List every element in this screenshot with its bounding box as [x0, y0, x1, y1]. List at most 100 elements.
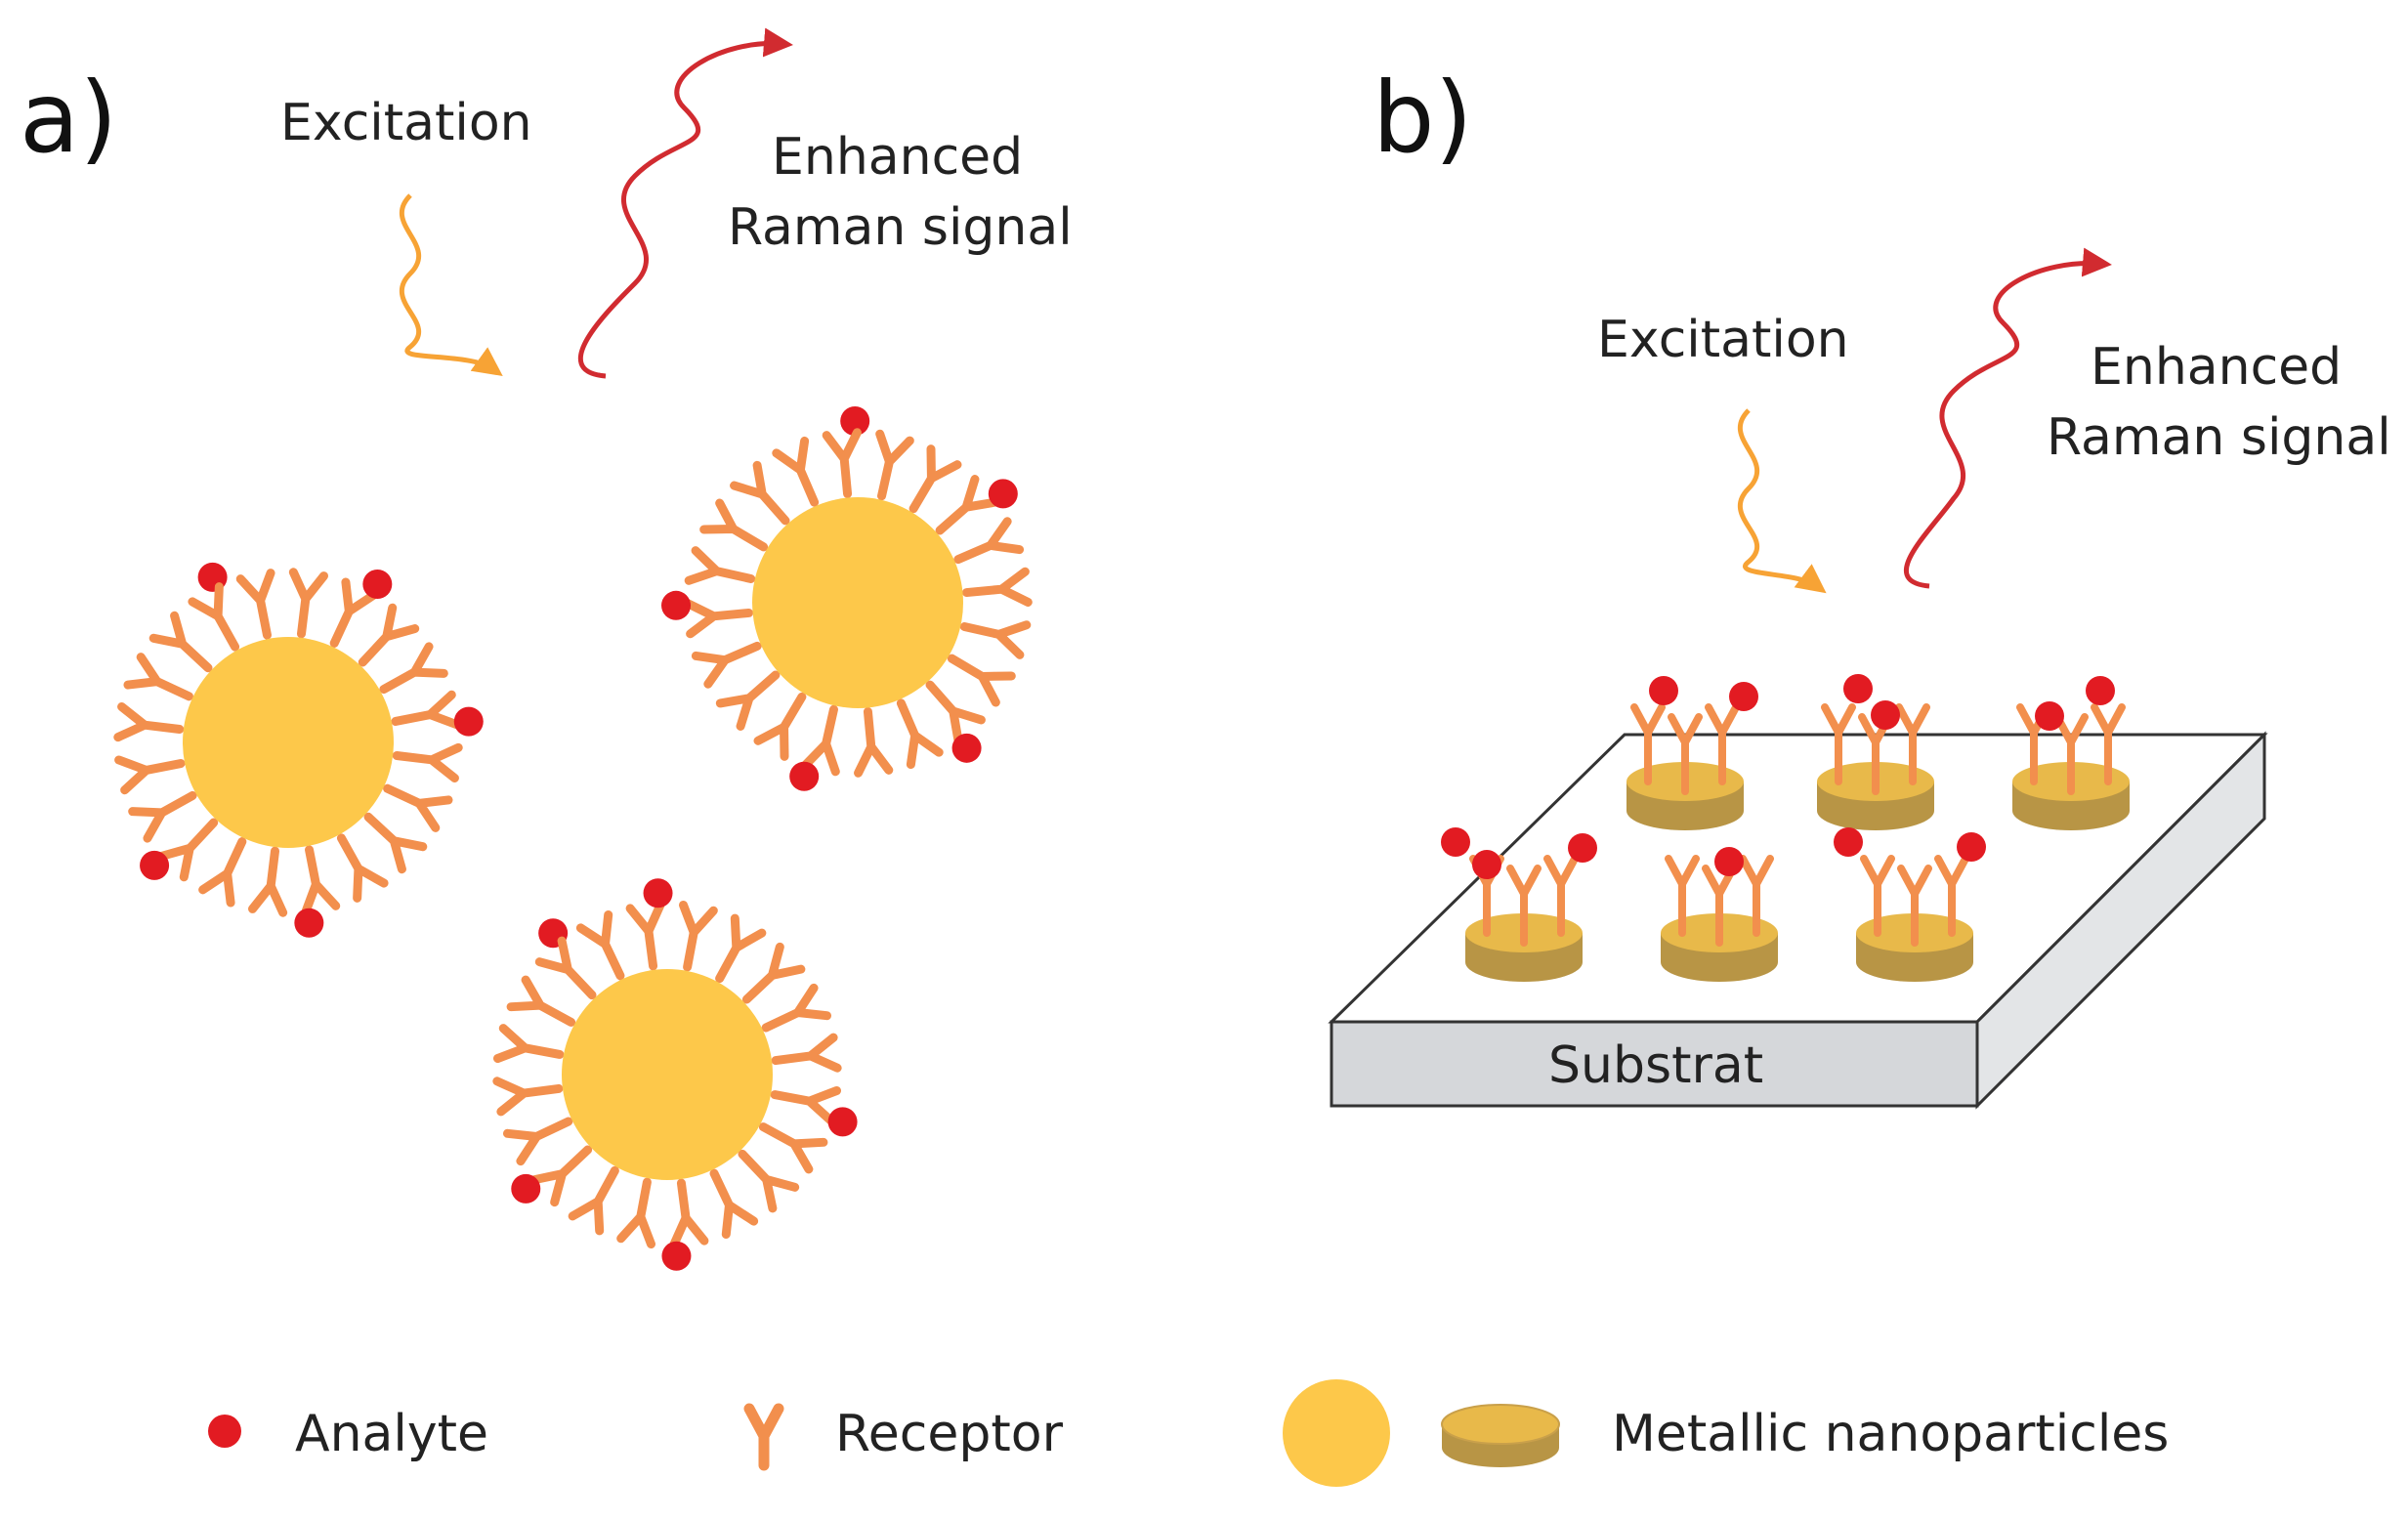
receptor	[683, 599, 753, 639]
enhanced-label-a: Enhanced	[772, 128, 1023, 187]
receptor	[730, 460, 790, 526]
receptor	[935, 475, 1000, 535]
receptor	[113, 702, 185, 742]
analyte	[453, 706, 484, 737]
receptor	[669, 1178, 709, 1249]
receptor	[188, 582, 240, 652]
receptor	[947, 654, 1016, 707]
analyte	[1871, 700, 1900, 730]
receptor	[616, 1177, 655, 1248]
receptor	[1895, 703, 1930, 785]
analyte	[1729, 682, 1758, 711]
analyte	[1714, 847, 1744, 876]
analyte	[140, 850, 170, 880]
receptor	[761, 983, 832, 1033]
receptor	[1934, 855, 1969, 937]
receptor	[534, 936, 597, 1000]
receptor	[1739, 855, 1774, 937]
receptor	[1630, 703, 1666, 785]
receptor	[493, 1024, 565, 1063]
receptor	[753, 692, 807, 761]
analyte	[1441, 827, 1470, 857]
receptor	[962, 567, 1033, 607]
nanoparticle-cluster-3	[492, 878, 858, 1271]
receptor	[908, 444, 962, 514]
nanoparticle-cluster-1	[113, 562, 484, 938]
receptor	[575, 909, 625, 981]
panel-a-label: a)	[20, 61, 117, 175]
panel-b-label: b)	[1373, 61, 1473, 175]
receptor	[959, 620, 1032, 659]
receptor	[691, 641, 762, 689]
analyte	[789, 761, 820, 791]
excitation-label-a: Excitation	[280, 94, 532, 152]
analyte	[362, 569, 393, 599]
receptor	[568, 1165, 619, 1236]
legend-analyte-label: Analyte	[295, 1405, 488, 1463]
excitation-wave-b	[1737, 408, 1827, 594]
excitation-wave-a	[399, 193, 503, 376]
analyte	[1834, 827, 1863, 857]
legend-receptor-label: Receptor	[835, 1405, 1064, 1463]
receptor	[1897, 865, 1932, 947]
analyte	[643, 878, 673, 908]
receptor	[492, 1077, 564, 1117]
receptor	[358, 603, 420, 667]
receptor	[2091, 703, 2126, 785]
receptor	[383, 783, 453, 832]
nanoparticle-core	[752, 497, 963, 708]
analyte	[2086, 676, 2115, 705]
receptor	[896, 698, 944, 770]
receptor	[925, 680, 986, 745]
receptor	[329, 577, 378, 648]
receptor	[738, 1149, 800, 1213]
receptor	[684, 546, 756, 585]
receptor	[715, 913, 767, 984]
receptor	[1543, 855, 1579, 937]
receptor	[128, 790, 197, 843]
analyte	[661, 590, 692, 620]
receptor	[248, 846, 288, 917]
analyte	[827, 1107, 858, 1137]
receptor	[758, 1122, 828, 1174]
receptor	[1860, 855, 1895, 937]
receptor	[506, 975, 576, 1027]
receptor	[391, 690, 462, 730]
analyte	[840, 406, 870, 437]
receptor	[235, 569, 275, 640]
receptor	[1668, 713, 1703, 795]
raman-signal-label-a: Raman signal	[728, 198, 1073, 257]
analyte	[988, 479, 1018, 509]
receptor	[502, 1117, 573, 1166]
analyte	[1843, 674, 1873, 703]
receptor	[699, 498, 769, 552]
disk-array	[1441, 674, 2130, 982]
receptor	[770, 1086, 841, 1125]
receptor	[715, 670, 781, 731]
analyte	[661, 1241, 692, 1271]
analyte	[294, 908, 324, 938]
receptor	[363, 812, 428, 874]
receptor	[198, 837, 247, 908]
receptor	[679, 901, 718, 972]
receptor	[709, 1168, 759, 1240]
receptor	[741, 942, 806, 1004]
receptor	[953, 517, 1025, 565]
enhanced-label-b: Enhanced	[2091, 338, 2342, 397]
legend-nanoparticles-label: Metallic nanoparticles	[1612, 1405, 2169, 1463]
analyte	[511, 1173, 541, 1204]
legend-disk-nanoparticle-icon	[1441, 1404, 1560, 1467]
receptor	[379, 642, 448, 695]
receptor	[301, 845, 341, 916]
receptor	[1665, 855, 1700, 937]
analyte	[1568, 833, 1597, 863]
receptor	[123, 653, 193, 701]
nanoparticle-core	[183, 637, 394, 848]
receptor	[625, 900, 665, 971]
legend: Analyte Receptor Metallic nanoparticles	[208, 1379, 2169, 1487]
receptor	[288, 568, 328, 639]
receptor	[114, 755, 186, 795]
receptor	[156, 818, 219, 882]
receptor	[392, 742, 463, 782]
